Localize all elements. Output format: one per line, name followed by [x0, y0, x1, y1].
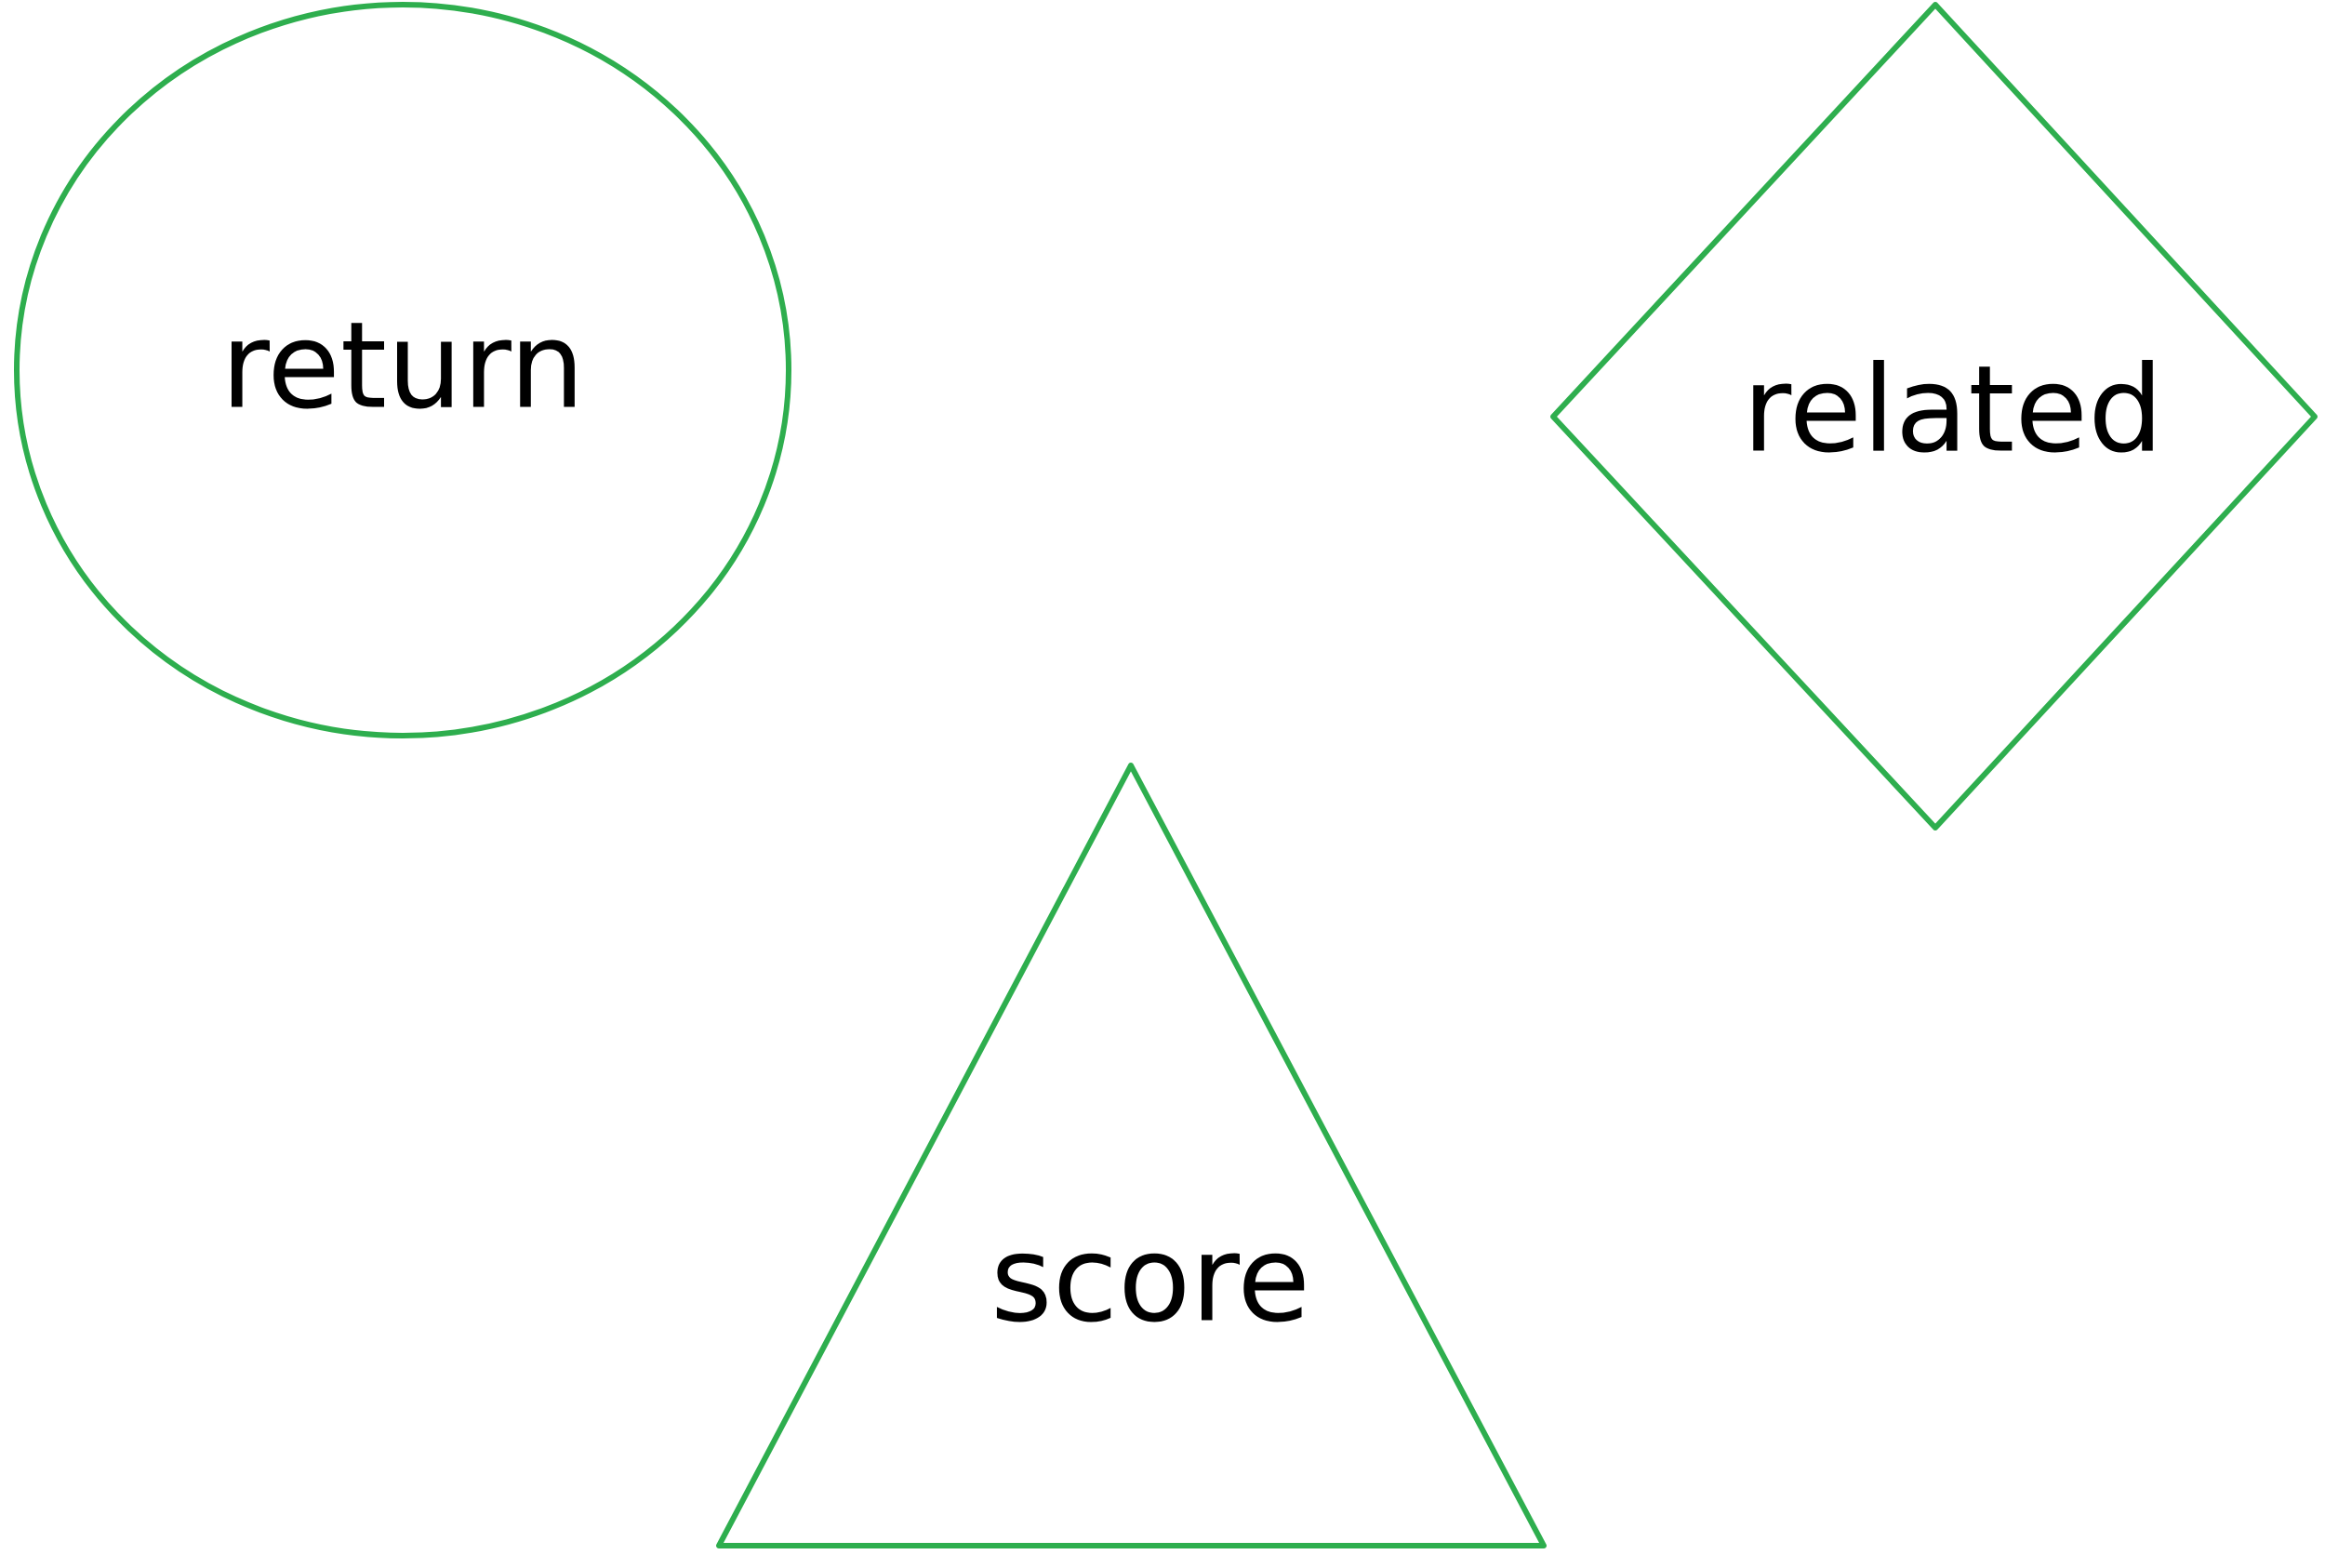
diamond-label: related	[1743, 341, 2164, 480]
diamond-node: related	[1550, 2, 2318, 831]
ellipse-shape	[14, 2, 791, 738]
triangle-label: score	[990, 1211, 1310, 1349]
diamond-shape	[1550, 2, 2318, 831]
ellipse-node: return	[14, 2, 791, 738]
ellipse-label: return	[220, 298, 584, 436]
triangle-node: score	[716, 763, 1547, 1548]
triangle-shape	[716, 763, 1547, 1548]
